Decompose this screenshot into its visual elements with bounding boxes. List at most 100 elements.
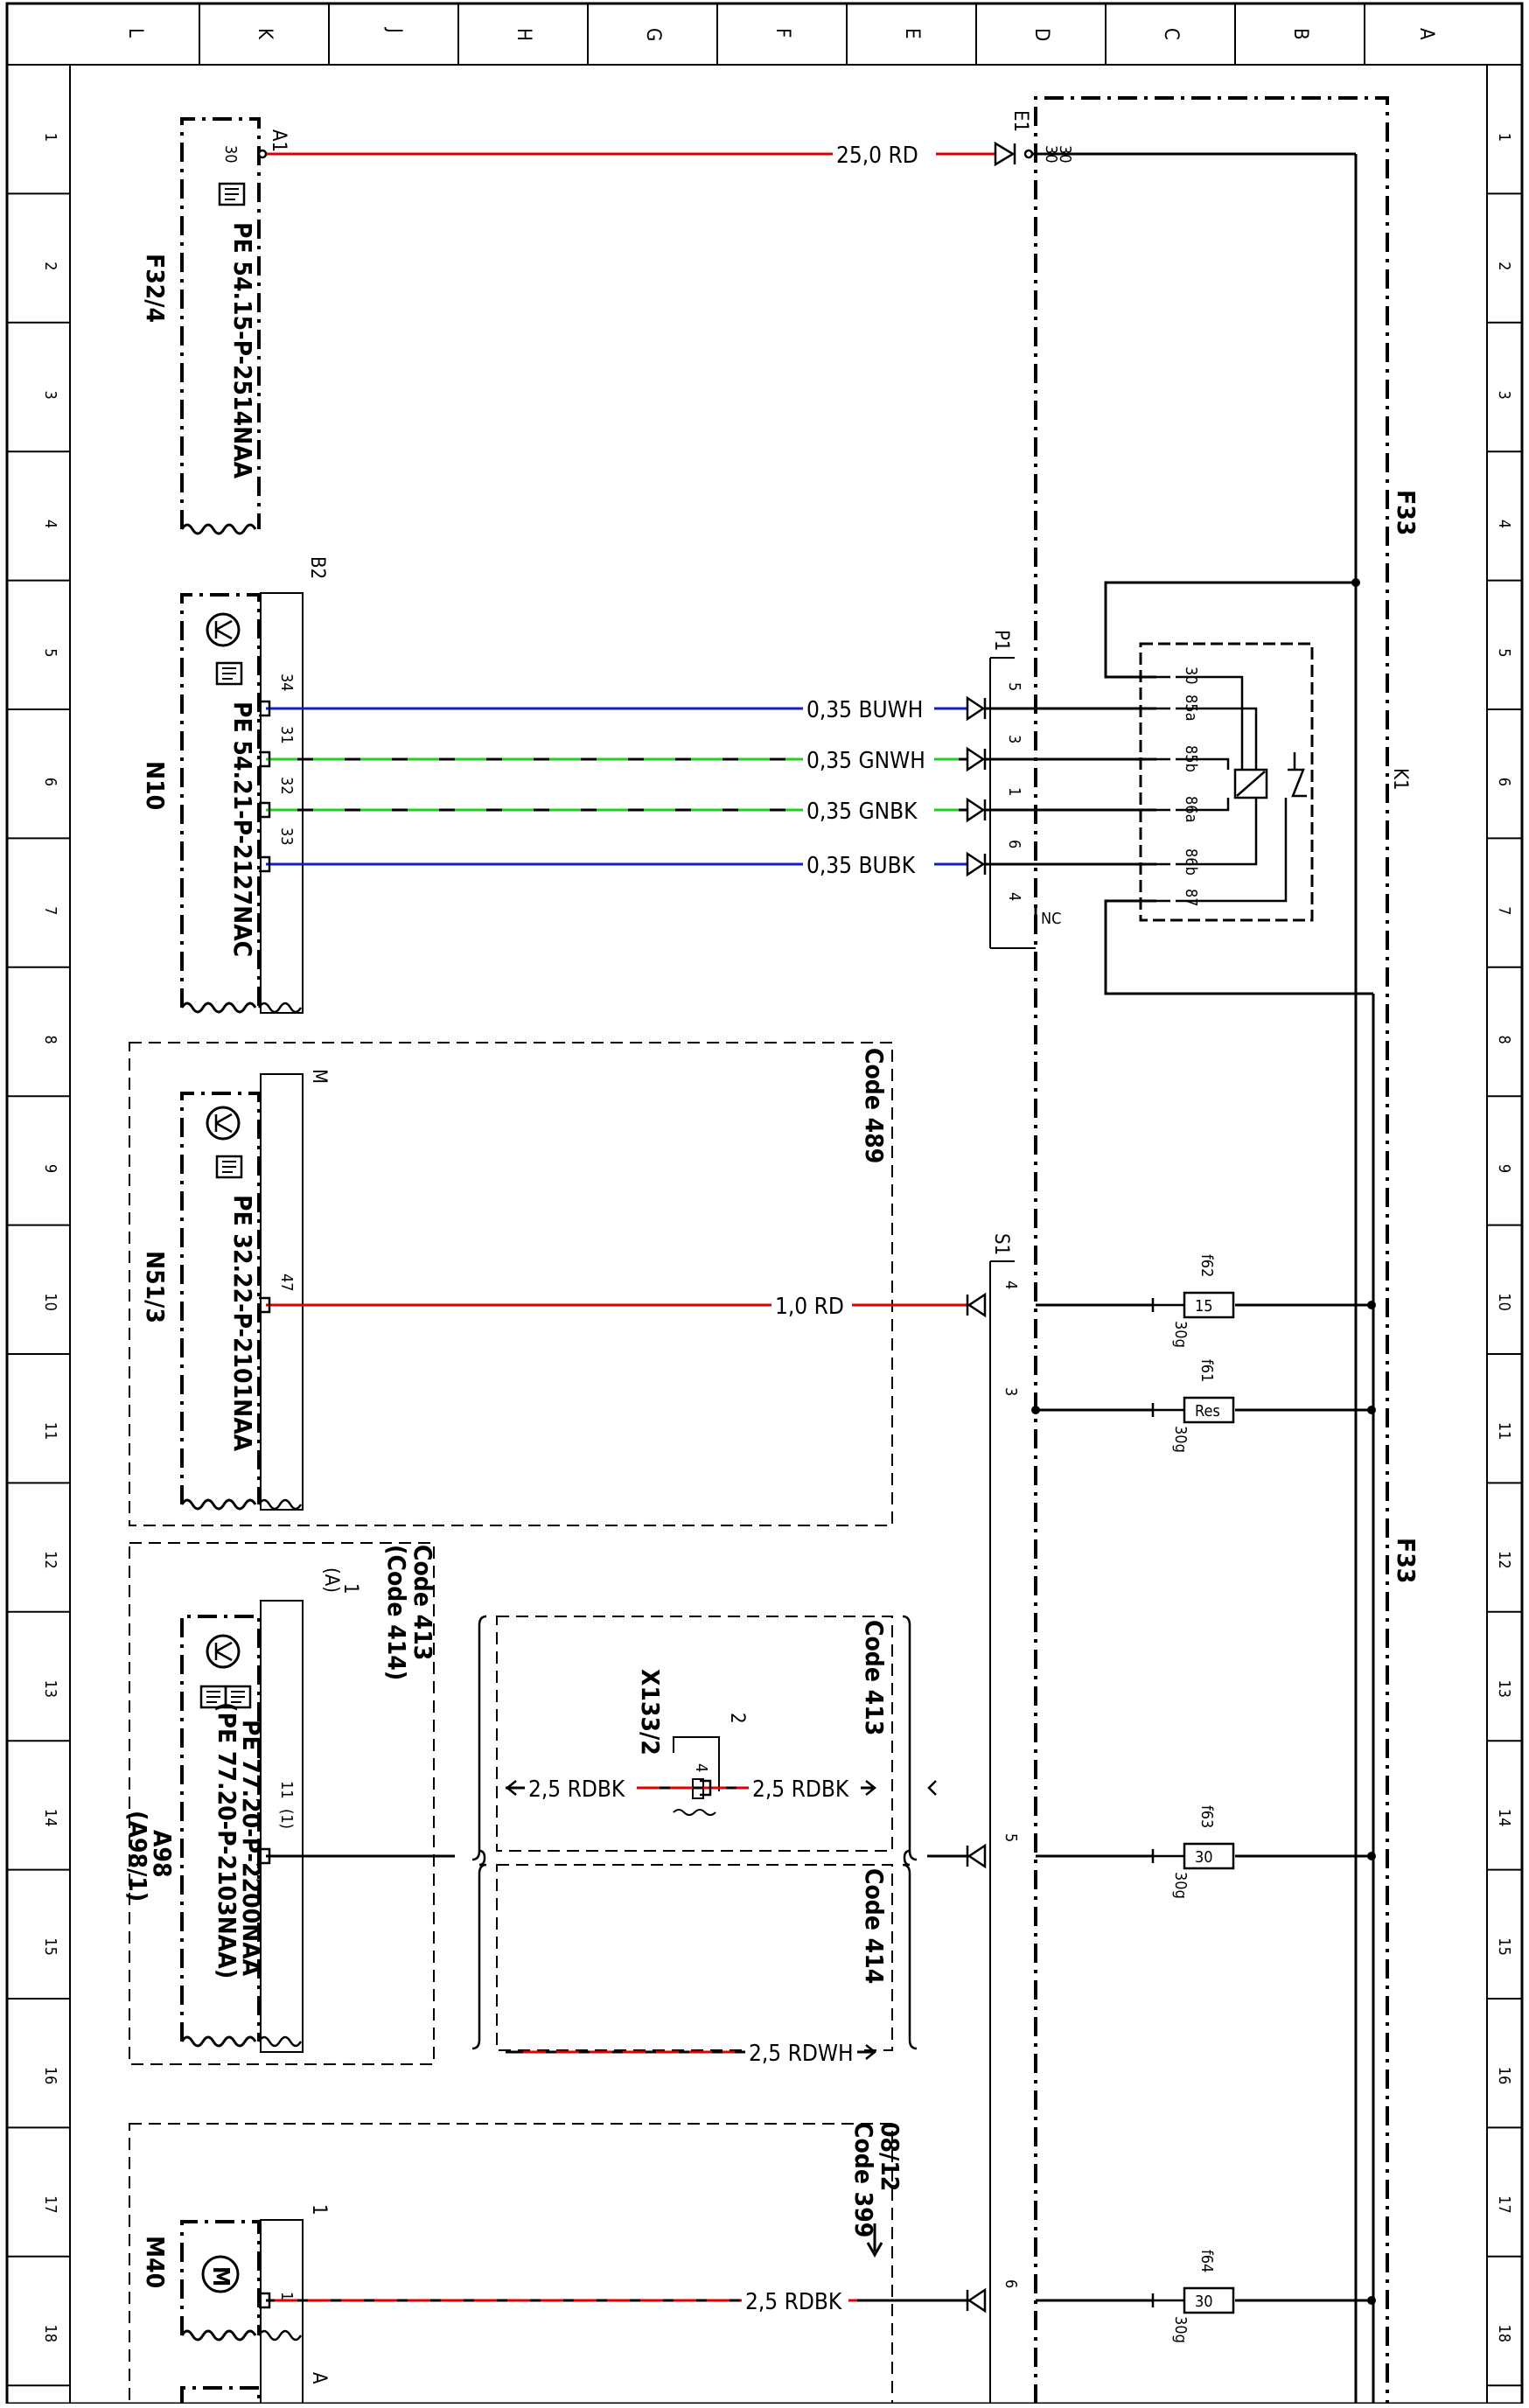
fuse-id: f64: [1197, 2250, 1216, 2272]
continuation-arrows: [505, 1780, 937, 2060]
n10-pin-31: 31: [277, 726, 296, 744]
column-label: J: [383, 26, 405, 33]
x133-2-designation: X133/2: [636, 1669, 665, 1755]
code-413-label: Code 413: [860, 1620, 889, 1735]
row-label-left: 16: [41, 2067, 59, 2085]
wire-a1-label: 25,0 RD: [836, 143, 918, 169]
code-489-label: Code 489: [860, 1048, 889, 1163]
n10-connector-label: B2: [306, 556, 328, 579]
code-08-12-label: 08/12: [876, 2122, 904, 2191]
fuse-value: 30: [1195, 2293, 1213, 2311]
row-label-right: 13: [1495, 1680, 1513, 1699]
x133-2-connector: X133/2 2 4: [636, 1669, 748, 1816]
p1-pin-3: 3: [1005, 735, 1023, 743]
a98-reference-alt: (PE 77.20-P-2103NAA): [213, 1702, 241, 1979]
fuse-sub: 30g: [1171, 2316, 1190, 2343]
column-label: A: [1415, 28, 1437, 40]
row-label-left: 6: [41, 778, 59, 786]
connector-arrows: [966, 695, 987, 2314]
a98-pin-number: 1: [339, 1583, 361, 1595]
n51-3-pin-47: 47: [277, 1274, 296, 1292]
fuse-value: 15: [1195, 1297, 1213, 1316]
p1-pin-6: 6: [1005, 840, 1023, 848]
row-label-right: 5: [1495, 648, 1513, 657]
k1-pin-30: 30: [1182, 667, 1200, 685]
row-label-left: 18: [41, 2325, 59, 2343]
row-label-left: 5: [41, 648, 59, 657]
fuse-f61: Res f61 30g: [1151, 1359, 1235, 1453]
fuse-value: Res: [1195, 1402, 1220, 1420]
a98-pin-alt: (A): [320, 1567, 342, 1593]
row-label-right: 14: [1495, 1809, 1513, 1827]
k1-pin-86b: 86b: [1182, 848, 1200, 876]
f32-4-pin-label: 30: [221, 145, 240, 164]
f32-4-designation: F32/4: [141, 254, 170, 323]
electronic-module-icon: [206, 1106, 241, 1141]
f33-internal-wiring: [985, 154, 1375, 2404]
row-label-right: 6: [1495, 778, 1513, 786]
n10-pin-34: 34: [277, 674, 296, 692]
row-label-left: 12: [41, 1551, 59, 1569]
column-label: D: [1030, 28, 1052, 41]
wire-31-label: 0,35 GNWH: [806, 748, 925, 774]
s1-pin-5: 5: [1002, 1833, 1020, 1842]
a98-code-box: Code 413 (Code 414): [129, 1542, 437, 2065]
bottom-connector-label: A: [308, 2372, 330, 2384]
column-label: E: [901, 28, 923, 39]
n10-pin-32: 32: [277, 777, 296, 795]
a98-component: 1 (A) PE 77.20-P-2200NAA (PE 77.20-P-210…: [123, 1567, 361, 2053]
f32-4-component: 30 A1 PE 54.15-P-2514NAA F32/4: [141, 117, 290, 535]
x133-2-pin-2: 2: [726, 1713, 748, 1724]
row-label-right: 2: [1495, 262, 1513, 270]
svg-text:M: M: [207, 2266, 234, 2286]
k1-pin-labels: 30 85a 85b 86a 86b 87: [1182, 667, 1200, 907]
row-label-right: 9: [1495, 1164, 1513, 1173]
x133-2-pin-4: 4: [692, 1763, 710, 1772]
hand-document-icon: [215, 1155, 243, 1179]
s1-pin-4: 4: [1002, 1281, 1020, 1289]
code-399-box: 08/12 Code 399: [129, 2122, 904, 2405]
fuse-sub: 30g: [1171, 1872, 1190, 1899]
code-413-box: Code 413: [496, 1616, 893, 1852]
row-label-left: 8: [41, 1036, 59, 1044]
row-label-left: 7: [41, 906, 59, 915]
fuse-id: f61: [1197, 1359, 1216, 1382]
wire-m40-label: 2,5 RDBK: [745, 2289, 842, 2315]
row-label-left: 4: [41, 520, 59, 528]
n51-3-reference: PE 32.22-P-2101NAA: [228, 1195, 257, 1452]
electronic-module-icon: [206, 1634, 241, 1669]
wire-labels: 25,0 RD 0,35 BUWH 0,35 GNWH 0,35 GNBK 0,…: [525, 142, 936, 2315]
p1-nc-label: NC: [1041, 910, 1061, 928]
row-label-right: 15: [1495, 1937, 1513, 1956]
a98-designation-alt: (A98/1): [123, 1811, 152, 1902]
f33-label-bottom: F33: [1392, 1538, 1421, 1583]
fuse-id: f63: [1197, 1805, 1216, 1828]
column-label: B: [1289, 28, 1311, 40]
n51-3-component: M PE 32.22-P-2101NAA N51/3 47: [141, 1069, 330, 1511]
row-label-right: 10: [1495, 1293, 1513, 1311]
row-label-left: 3: [41, 391, 59, 400]
wire-414-label: 2,5 RDWH: [749, 2041, 854, 2067]
s1-label: S1: [990, 1233, 1012, 1255]
m40-designation: M40: [141, 2236, 170, 2288]
n10-reference: PE 54.21-P-2127NAC: [228, 701, 257, 957]
row-label-right: 7: [1495, 906, 1513, 915]
m40-connector-label: 1: [308, 2204, 330, 2216]
fuse-sub: 30g: [1171, 1426, 1190, 1453]
k1-label: K1: [1389, 768, 1411, 791]
m40-pin-1: 1: [277, 2292, 296, 2300]
wire-x133-left-label: 2,5 RDBK: [528, 1776, 625, 1803]
column-label: L: [124, 28, 146, 38]
n10-pin-33: 33: [277, 827, 296, 846]
n51-3-connector-label: M: [308, 1069, 330, 1084]
column-label: F: [771, 28, 793, 38]
code-399-label: Code 399: [849, 2122, 878, 2237]
k1-pin-85a: 85a: [1182, 694, 1200, 722]
f33-fuse-box-outline: [1034, 96, 1389, 2404]
k1-pin-87: 87: [1182, 889, 1200, 907]
